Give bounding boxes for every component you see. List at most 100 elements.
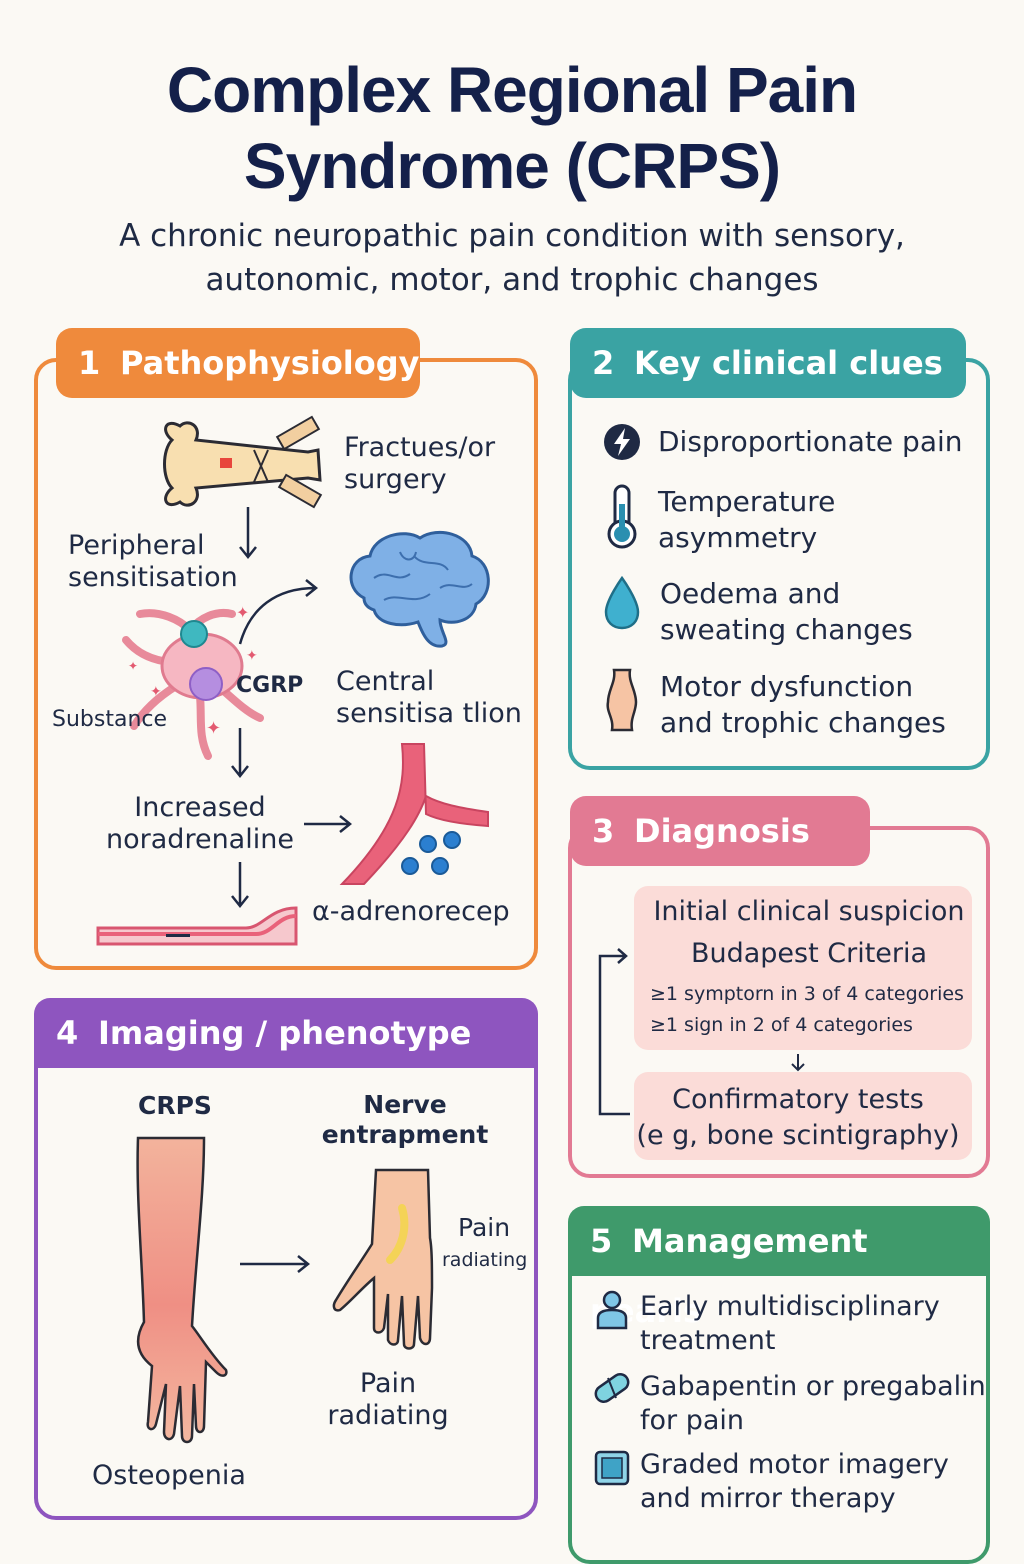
confirm-box [634, 1072, 972, 1160]
noradrenaline-line-1: Increased [134, 792, 266, 823]
fracture-line-2: surgery [344, 464, 447, 495]
confirm-line-1: Confirmatory tests [672, 1084, 924, 1115]
noradrenaline-label: Increased noradrenaline [100, 792, 300, 856]
pain-big-line-2: radiating [327, 1400, 449, 1431]
title-line-2: Syndrome (CRPS) [243, 130, 781, 202]
svg-text:✦: ✦ [206, 718, 221, 739]
criteria-2: ≥1 sign in 2 of 4 categories [650, 1014, 913, 1036]
section-heading: Management pearls [590, 1222, 868, 1330]
section-number: 3 [592, 812, 615, 850]
team-icon [596, 1290, 628, 1330]
pill-icon [594, 1373, 630, 1403]
svg-text:✦: ✦ [236, 603, 249, 622]
droplet-icon [604, 575, 640, 630]
clinical-header: 2 Key clinical clues [570, 328, 966, 398]
clinical-item-2-line-2: asymmetry [658, 521, 818, 554]
clinical-item-3-line-2: sweating changes [660, 613, 913, 646]
hand-icon [332, 1168, 434, 1350]
section-heading: Diagnosis [634, 812, 810, 850]
clinical-item-2: Temperature asymmetry [658, 484, 835, 556]
bone-icon [163, 415, 323, 509]
management-item-3: Graded motor imagery and mirror therapy [640, 1448, 949, 1516]
management-item-1-line-1: Early multidisciplinary [640, 1291, 940, 1322]
arrow-down-1 [239, 507, 257, 560]
mirror-icon [594, 1450, 630, 1486]
cgrp-label: CGRP [236, 673, 304, 698]
diagnosis-header: 3 Diagnosis [570, 796, 870, 866]
arrow-right-2 [240, 1255, 311, 1273]
clinical-item-4-line-1: Motor dysfunction [660, 670, 914, 703]
section-number: 5 [590, 1222, 613, 1260]
pathophysiology-header: 1 Pathophysiology [56, 328, 420, 398]
arrow-down-small [791, 1054, 805, 1072]
confirm-line-2: (e g, bone scintigraphy) [636, 1120, 960, 1151]
management-item-2-line-1: Gabapentin or pregabalin [640, 1371, 986, 1402]
section-number: 1 [78, 344, 101, 382]
noradrenaline-line-2: noradrenaline [106, 824, 294, 855]
pain-radiating-label: Pain radiating [318, 1368, 458, 1432]
pain-small-label-2: radiating [442, 1249, 528, 1271]
arrow-down-2 [231, 728, 249, 779]
crps-label: CRPS [138, 1091, 212, 1120]
substance-label: Substance [52, 707, 168, 732]
confirm-text: Confirmatory tests (e g, bone scintigrap… [634, 1082, 962, 1154]
brain-icon [349, 530, 490, 648]
budapest-box [634, 886, 972, 1050]
peripheral-line-1: Peripheral [68, 530, 205, 561]
central-line-2: sensitisa tlion [336, 698, 522, 729]
fracture-line-1: Fractues/or [344, 432, 496, 463]
svg-text:✦: ✦ [128, 659, 138, 673]
blood-vessel-icon [339, 743, 489, 885]
subtitle-line-1: A chronic neuropathic pain condition wit… [119, 218, 905, 254]
clinical-item-3-line-1: Oedema and [660, 577, 841, 610]
arrow-down-3 [231, 862, 249, 909]
clinical-item-4-line-2: and trophic changes [660, 706, 946, 739]
nerve-line-1: Nerve [363, 1090, 447, 1119]
management-item-1-line-2: treatment [640, 1325, 776, 1356]
curved-arrow-to-brain [238, 579, 319, 645]
nerve-entrapment-label: Nerve entrapment [320, 1090, 490, 1150]
central-label: Central sensitisa tlion [336, 666, 522, 730]
title-line-1: Complex Regional Pain [166, 54, 858, 126]
budapest-title: Budapest Criteria [690, 938, 928, 969]
osteopenia-label: Osteopenia [92, 1460, 246, 1491]
clinical-item-1-text: Disproportionate pain [658, 425, 963, 458]
subtitle-line-2: autonomic, motor, and trophic changes [205, 262, 819, 298]
crps-arm-icon [136, 1136, 228, 1444]
svg-text:✦: ✦ [246, 648, 258, 664]
flow-bracket-arrow [598, 948, 630, 1116]
initial-suspicion: Initial clinical suspicion [653, 896, 965, 927]
clinical-item-2-line-1: Temperature [658, 485, 836, 518]
management-item-2: Gabapentin or pregabalin for pain [640, 1370, 986, 1438]
pain-small-label-1: Pain [458, 1213, 511, 1242]
page-subtitle: A chronic neuropathic pain condition wit… [90, 214, 934, 302]
page-title: Complex Regional Pain Syndrome (CRPS) [0, 52, 1024, 204]
section-heading: Pathophysiology [120, 344, 420, 382]
imaging-header: 4 Imaging / phenotype [34, 998, 538, 1068]
central-line-1: Central [336, 666, 435, 697]
clinical-item-1: Disproportionate pain [658, 424, 963, 460]
neuron-icon: ✦ ✦ ✦ ✦ ✦ [122, 603, 264, 760]
svg-text:✦: ✦ [150, 684, 162, 700]
lightning-icon [604, 424, 640, 460]
clinical-item-4: Motor dysfunction and trophic changes [660, 669, 946, 741]
criteria-1: ≥1 symptorn in 3 of 4 categories [650, 983, 964, 1005]
vessel-tube-icon [96, 906, 298, 946]
nerve-line-2: entrapment [321, 1120, 489, 1149]
fracture-label: Fractues/or surgery [344, 432, 495, 496]
clinical-item-3: Oedema and sweating changes [660, 576, 913, 648]
peripheral-label: Peripheral sensitisation [68, 530, 238, 594]
management-item-1: Early multidisciplinary treatment [640, 1290, 940, 1358]
joint-icon [606, 668, 638, 732]
management-item-3-line-1: Graded motor imagery [640, 1449, 949, 1480]
peripheral-line-2: sensitisation [68, 562, 238, 593]
pain-big-line-1: Pain [359, 1368, 417, 1399]
adrenoreceptor-label: α-adrenorecep [312, 896, 510, 927]
management-item-3-line-2: and mirror therapy [640, 1483, 896, 1514]
section-heading: Imaging / phenotype [98, 1014, 472, 1052]
section-number: 2 [592, 344, 615, 382]
arrow-right-1 [304, 815, 353, 833]
section-number: 4 [56, 1014, 79, 1052]
section-heading: Key clinical clues [634, 344, 943, 382]
